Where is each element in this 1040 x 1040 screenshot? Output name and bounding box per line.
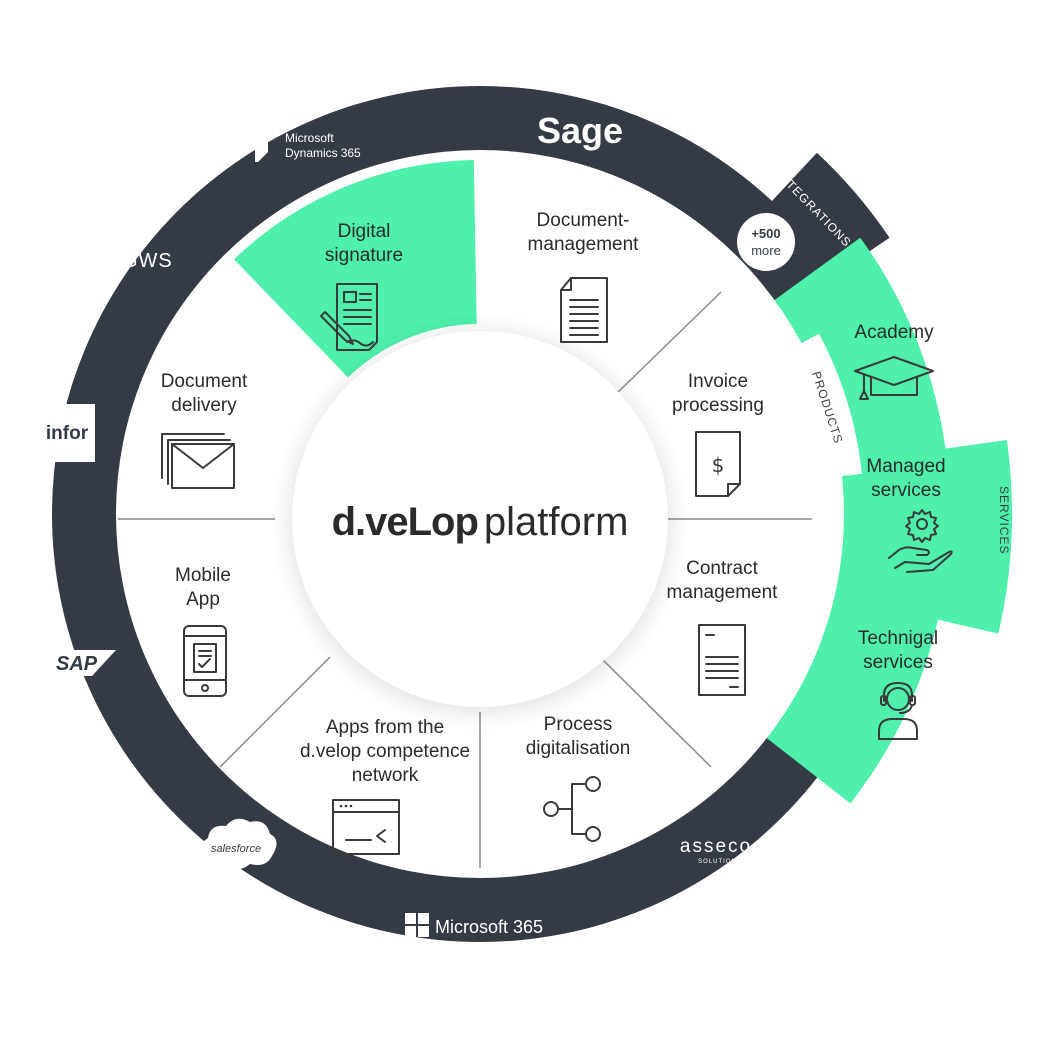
headset-user-icon [878, 682, 918, 740]
brand-name: d.veLop [332, 500, 478, 544]
asseco-text: asseco [680, 836, 752, 857]
mobile-phone-icon [183, 625, 227, 697]
document-management-label: Document-management [528, 210, 640, 255]
sap-text: SAP [56, 653, 98, 675]
segment-dividers [118, 291, 812, 868]
center-disc [292, 331, 668, 707]
svg-text:$: $ [712, 453, 725, 477]
platform-word: platform [484, 500, 629, 544]
dynamics-line1: Microsoft [285, 131, 334, 145]
graduation-cap-icon [854, 356, 934, 400]
academy-label: Academy [854, 322, 934, 343]
asseco-logo: asseco SOLUTIONS [680, 836, 752, 865]
signed-document-icon [320, 283, 378, 351]
more-integrations-badge[interactable]: +500 more [737, 213, 795, 271]
infor-logo: infor [39, 404, 95, 462]
salesforce-text: salesforce [211, 843, 261, 855]
more-word: more [751, 243, 781, 258]
microsoft-365-logo: Microsoft 365 [405, 913, 543, 937]
gws-text: GWS [122, 250, 173, 272]
envelope-icon [161, 433, 235, 489]
document-icon [560, 277, 608, 343]
terminal-window-icon [332, 799, 400, 855]
gear-hand-icon [888, 509, 953, 573]
sap-logo: SAP [50, 650, 116, 676]
sage-logo: Sage [537, 110, 623, 151]
asseco-sub: SOLUTIONS [698, 859, 742, 865]
salesforce-logo: salesforce [200, 818, 277, 870]
digital-signature-wedge[interactable] [234, 160, 477, 378]
ms365-text: Microsoft 365 [435, 917, 543, 937]
services-tab-label: SERVICES [997, 486, 1011, 554]
products-tab [744, 333, 862, 483]
more-count: +500 [751, 226, 780, 241]
invoice-icon: $ [695, 431, 741, 497]
flow-icon [543, 776, 601, 842]
contract-icon [698, 624, 746, 696]
gws-logo: GWS [107, 250, 173, 272]
infor-text: infor [46, 423, 89, 444]
